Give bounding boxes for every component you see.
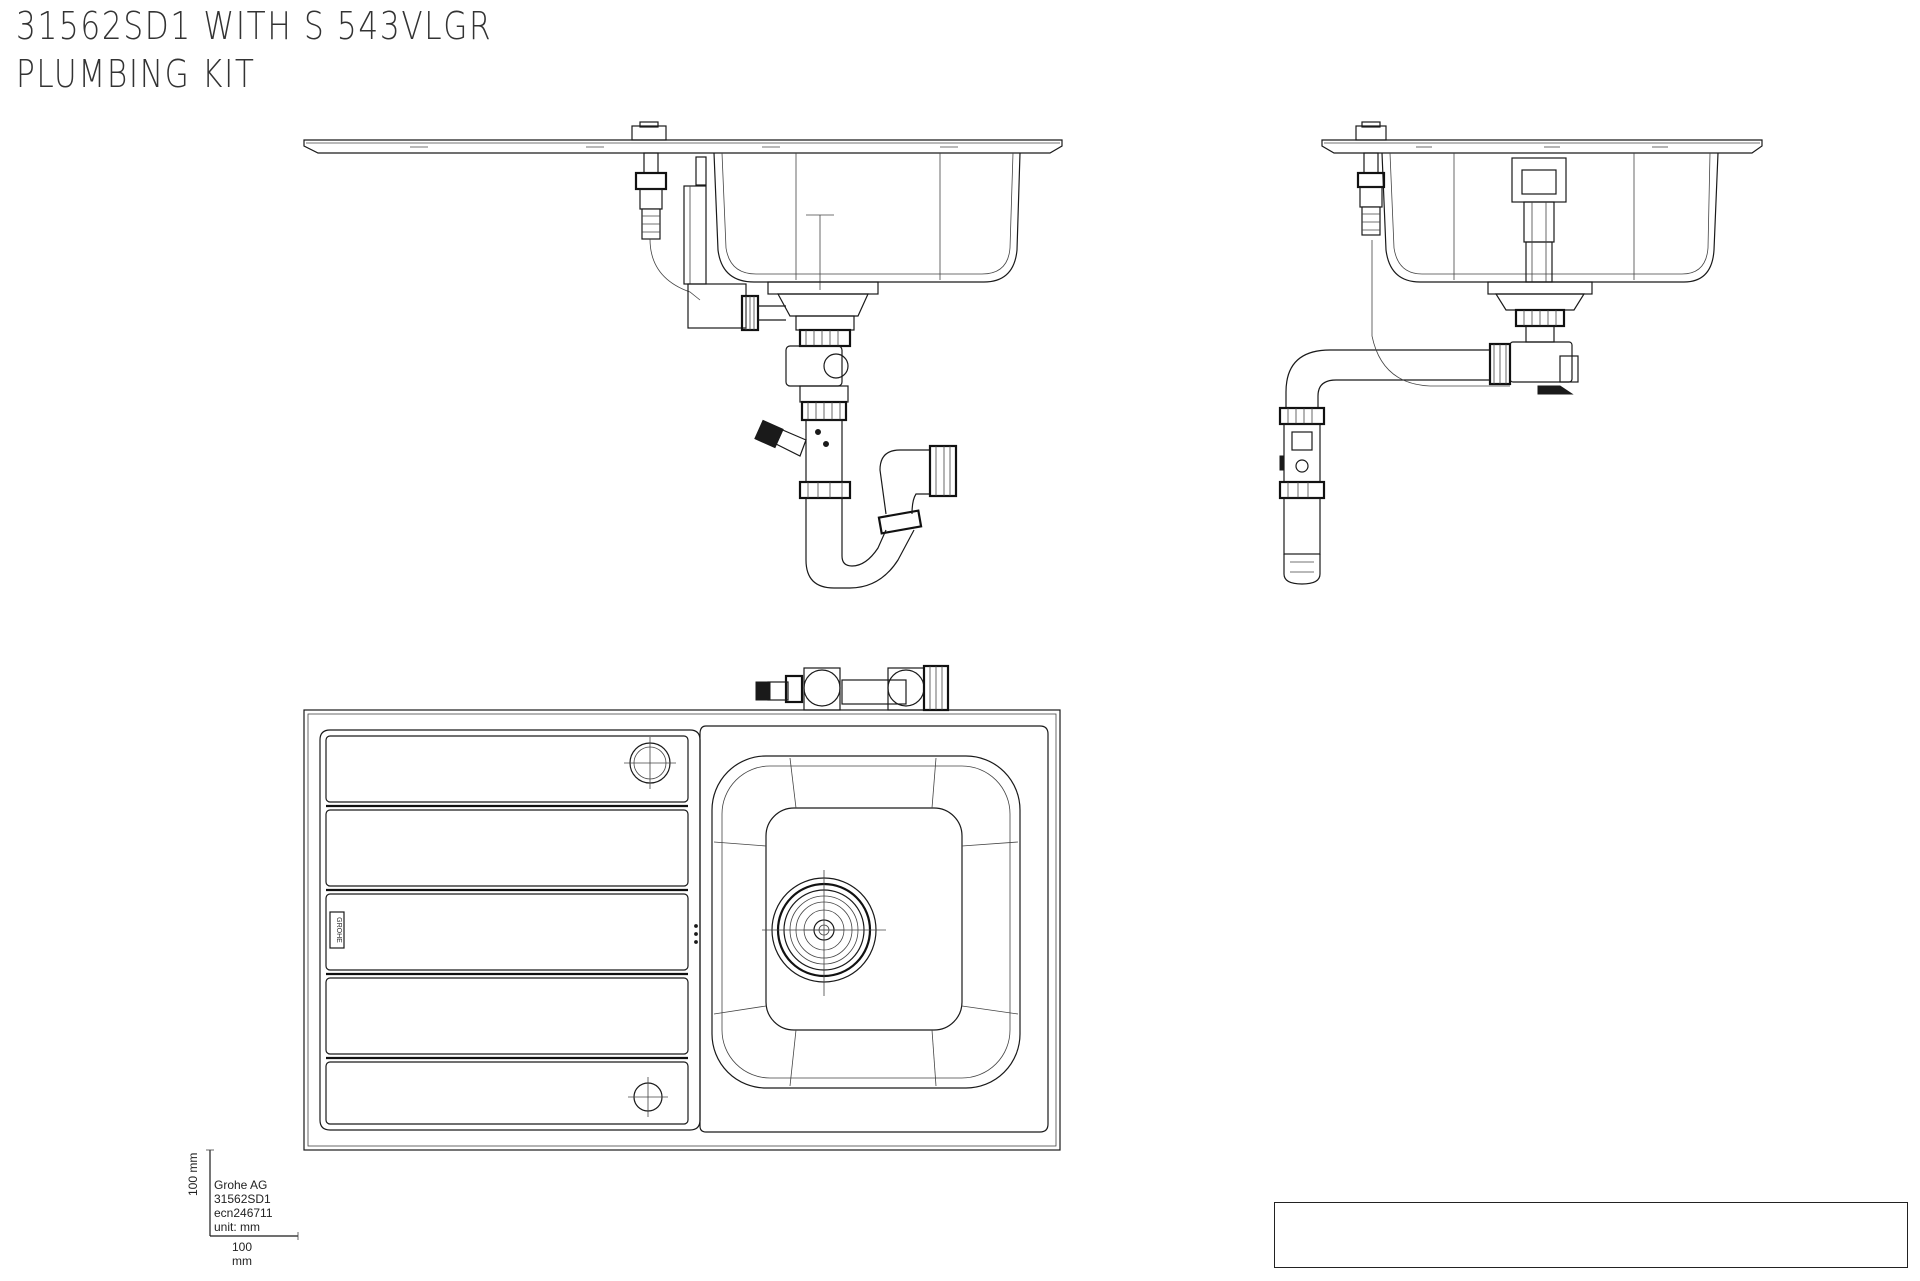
grohe-logo (329, 911, 345, 949)
title-block-frame (1274, 1202, 1908, 1268)
stamp-company: Grohe AG (214, 1178, 268, 1192)
stamp-unit: unit: mm (214, 1220, 261, 1234)
horizontal-scale-value: 100 (232, 1240, 253, 1254)
manufacturer-stamp: Grohe AG 31562SD1 ecn246711 unit: mm (214, 1178, 273, 1234)
scale-bar (206, 1149, 299, 1240)
vertical-scale-label: 100 mm (186, 1153, 200, 1196)
front-elevation-view (303, 121, 1063, 589)
drawing-title-line-2: PLUMBING KIT (16, 52, 256, 96)
vertical-scale-unit: mm (186, 1152, 200, 1173)
side-elevation-view (1278, 121, 1763, 585)
stamp-ecn: ecn246711 (214, 1206, 273, 1220)
vertical-scale-value: 100 (186, 1175, 200, 1196)
horizontal-scale-unit: mm (232, 1254, 253, 1268)
drawing-title-line-1: 31562SD1 WITH S 543VLGR (16, 4, 493, 48)
grohe-logo-text: GROHE (335, 917, 342, 943)
plan-view: GROHE (303, 664, 1061, 1151)
stamp-part-number: 31562SD1 (214, 1192, 271, 1206)
horizontal-scale-label: 100 mm (232, 1240, 252, 1268)
